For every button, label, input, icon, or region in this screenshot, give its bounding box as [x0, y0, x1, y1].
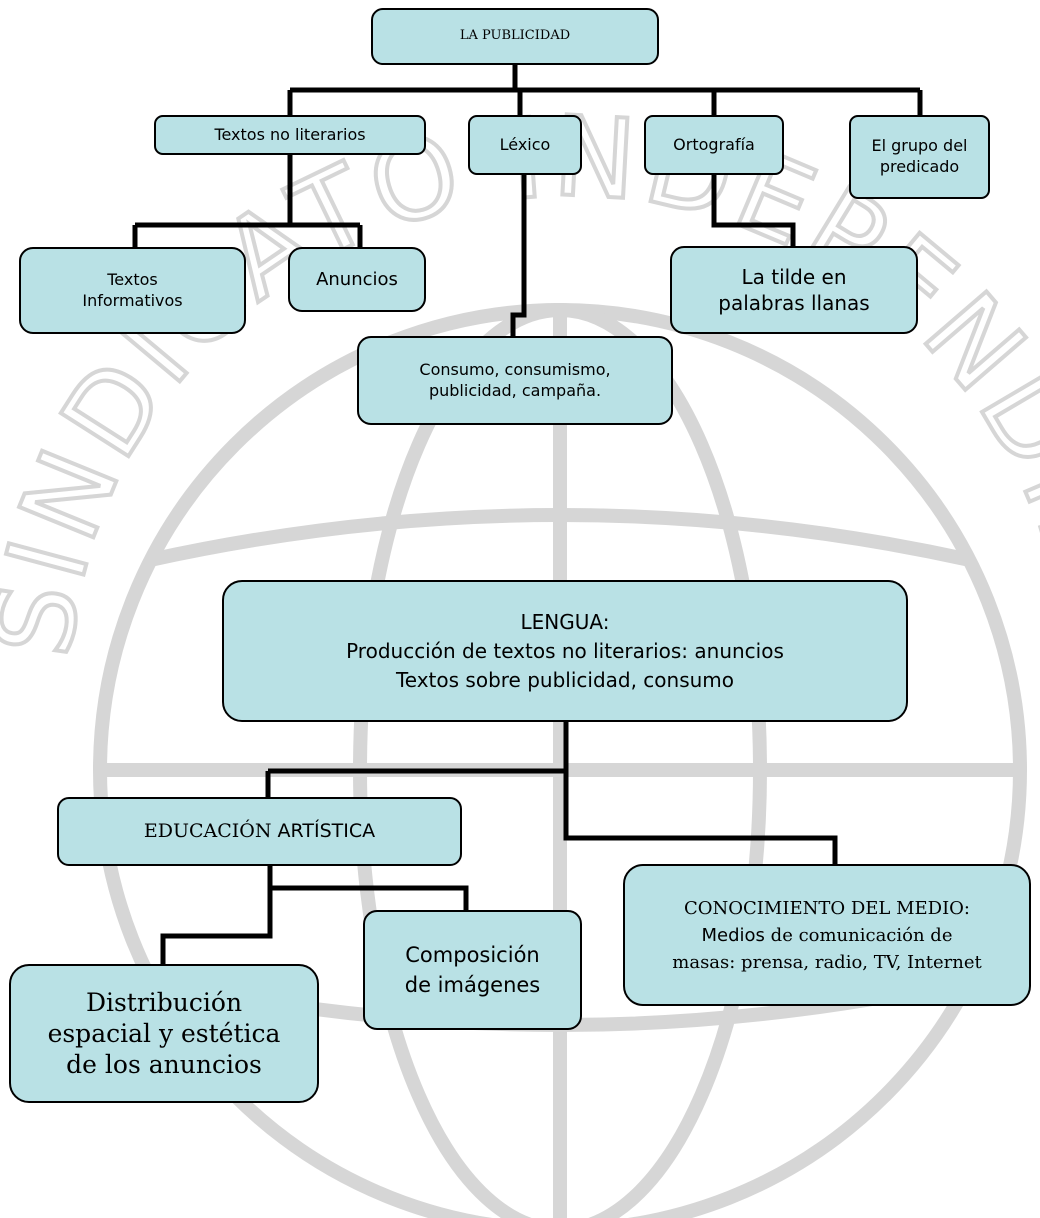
node-la-publicidad: LA PUBLICIDAD	[371, 8, 659, 65]
node-line: predicado	[879, 157, 960, 176]
node-line: de imágenes	[404, 973, 541, 997]
connector-educacion-children	[160, 866, 469, 966]
node-consumo: Consumo, consumismo, publicidad, campaña…	[357, 336, 673, 425]
node-textos-no-literarios: Textos no literarios	[154, 115, 426, 155]
node-line: Anuncios	[316, 268, 398, 290]
node-textos-informativos: Textos Informativos	[19, 247, 246, 334]
node-line: La tilde en	[741, 265, 847, 289]
node-lengua: LENGUA: Producción de textos no literari…	[222, 580, 908, 722]
node-distribucion-espacial: Distribución espacial y estética de los …	[9, 964, 319, 1103]
node-line: Léxico	[499, 134, 551, 154]
node-line: Textos	[107, 269, 158, 289]
node-text-serif: EDUCACIÓN	[143, 820, 272, 843]
node-line: palabras llanas	[718, 291, 870, 315]
connector-ortografia-tilde	[711, 175, 796, 248]
node-line: EDUCACIÓN ARTÍSTICA	[144, 819, 375, 844]
node-anuncios: Anuncios	[288, 247, 426, 312]
node-line: Informativos	[82, 290, 183, 310]
connector-lengua-down	[265, 722, 838, 866]
node-line: publicidad, campaña.	[428, 380, 602, 400]
node-line: Consumo, consumismo,	[419, 359, 611, 379]
node-conocimiento-medio: CONOCIMIENTO DEL MEDIO: Medios de comuni…	[623, 864, 1031, 1006]
node-line: de los anuncios	[66, 1050, 262, 1080]
node-text-sans: ARTÍSTICA	[277, 820, 376, 843]
node-line: masas: prensa, radio, TV, Internet	[672, 951, 982, 973]
node-line: LA PUBLICIDAD	[459, 28, 571, 44]
node-text-serif: de comunicación de	[770, 924, 953, 946]
node-lexico: Léxico	[468, 115, 582, 175]
node-grupo-predicado: El grupo del predicado	[849, 115, 990, 199]
node-text-sans: Medios	[701, 924, 765, 946]
node-line: Textos sobre publicidad, consumo	[395, 667, 735, 692]
node-line: Medios de comunicación de	[702, 922, 953, 949]
connector-lexico-consumo	[510, 175, 527, 338]
node-line: LENGUA:	[520, 609, 610, 634]
node-line: Distribución	[85, 987, 243, 1017]
node-line: El grupo del	[871, 136, 968, 156]
node-line: espacial y estética	[47, 1018, 281, 1048]
node-line: Textos no literarios	[214, 124, 366, 144]
node-line: Composición	[405, 942, 540, 967]
node-ortografia: Ortografía	[644, 115, 784, 175]
node-composicion-imagenes: Composición de imágenes	[363, 910, 582, 1030]
connector-textos-children	[132, 155, 363, 248]
node-tilde-palabras-llanas: La tilde en palabras llanas	[670, 246, 918, 334]
node-line: Producción de textos no literarios: anun…	[346, 638, 784, 663]
node-line: Ortografía	[673, 134, 755, 154]
node-line: CONOCIMIENTO DEL MEDIO:	[683, 897, 970, 919]
node-educacion-artistica: EDUCACIÓN ARTÍSTICA	[57, 797, 462, 866]
